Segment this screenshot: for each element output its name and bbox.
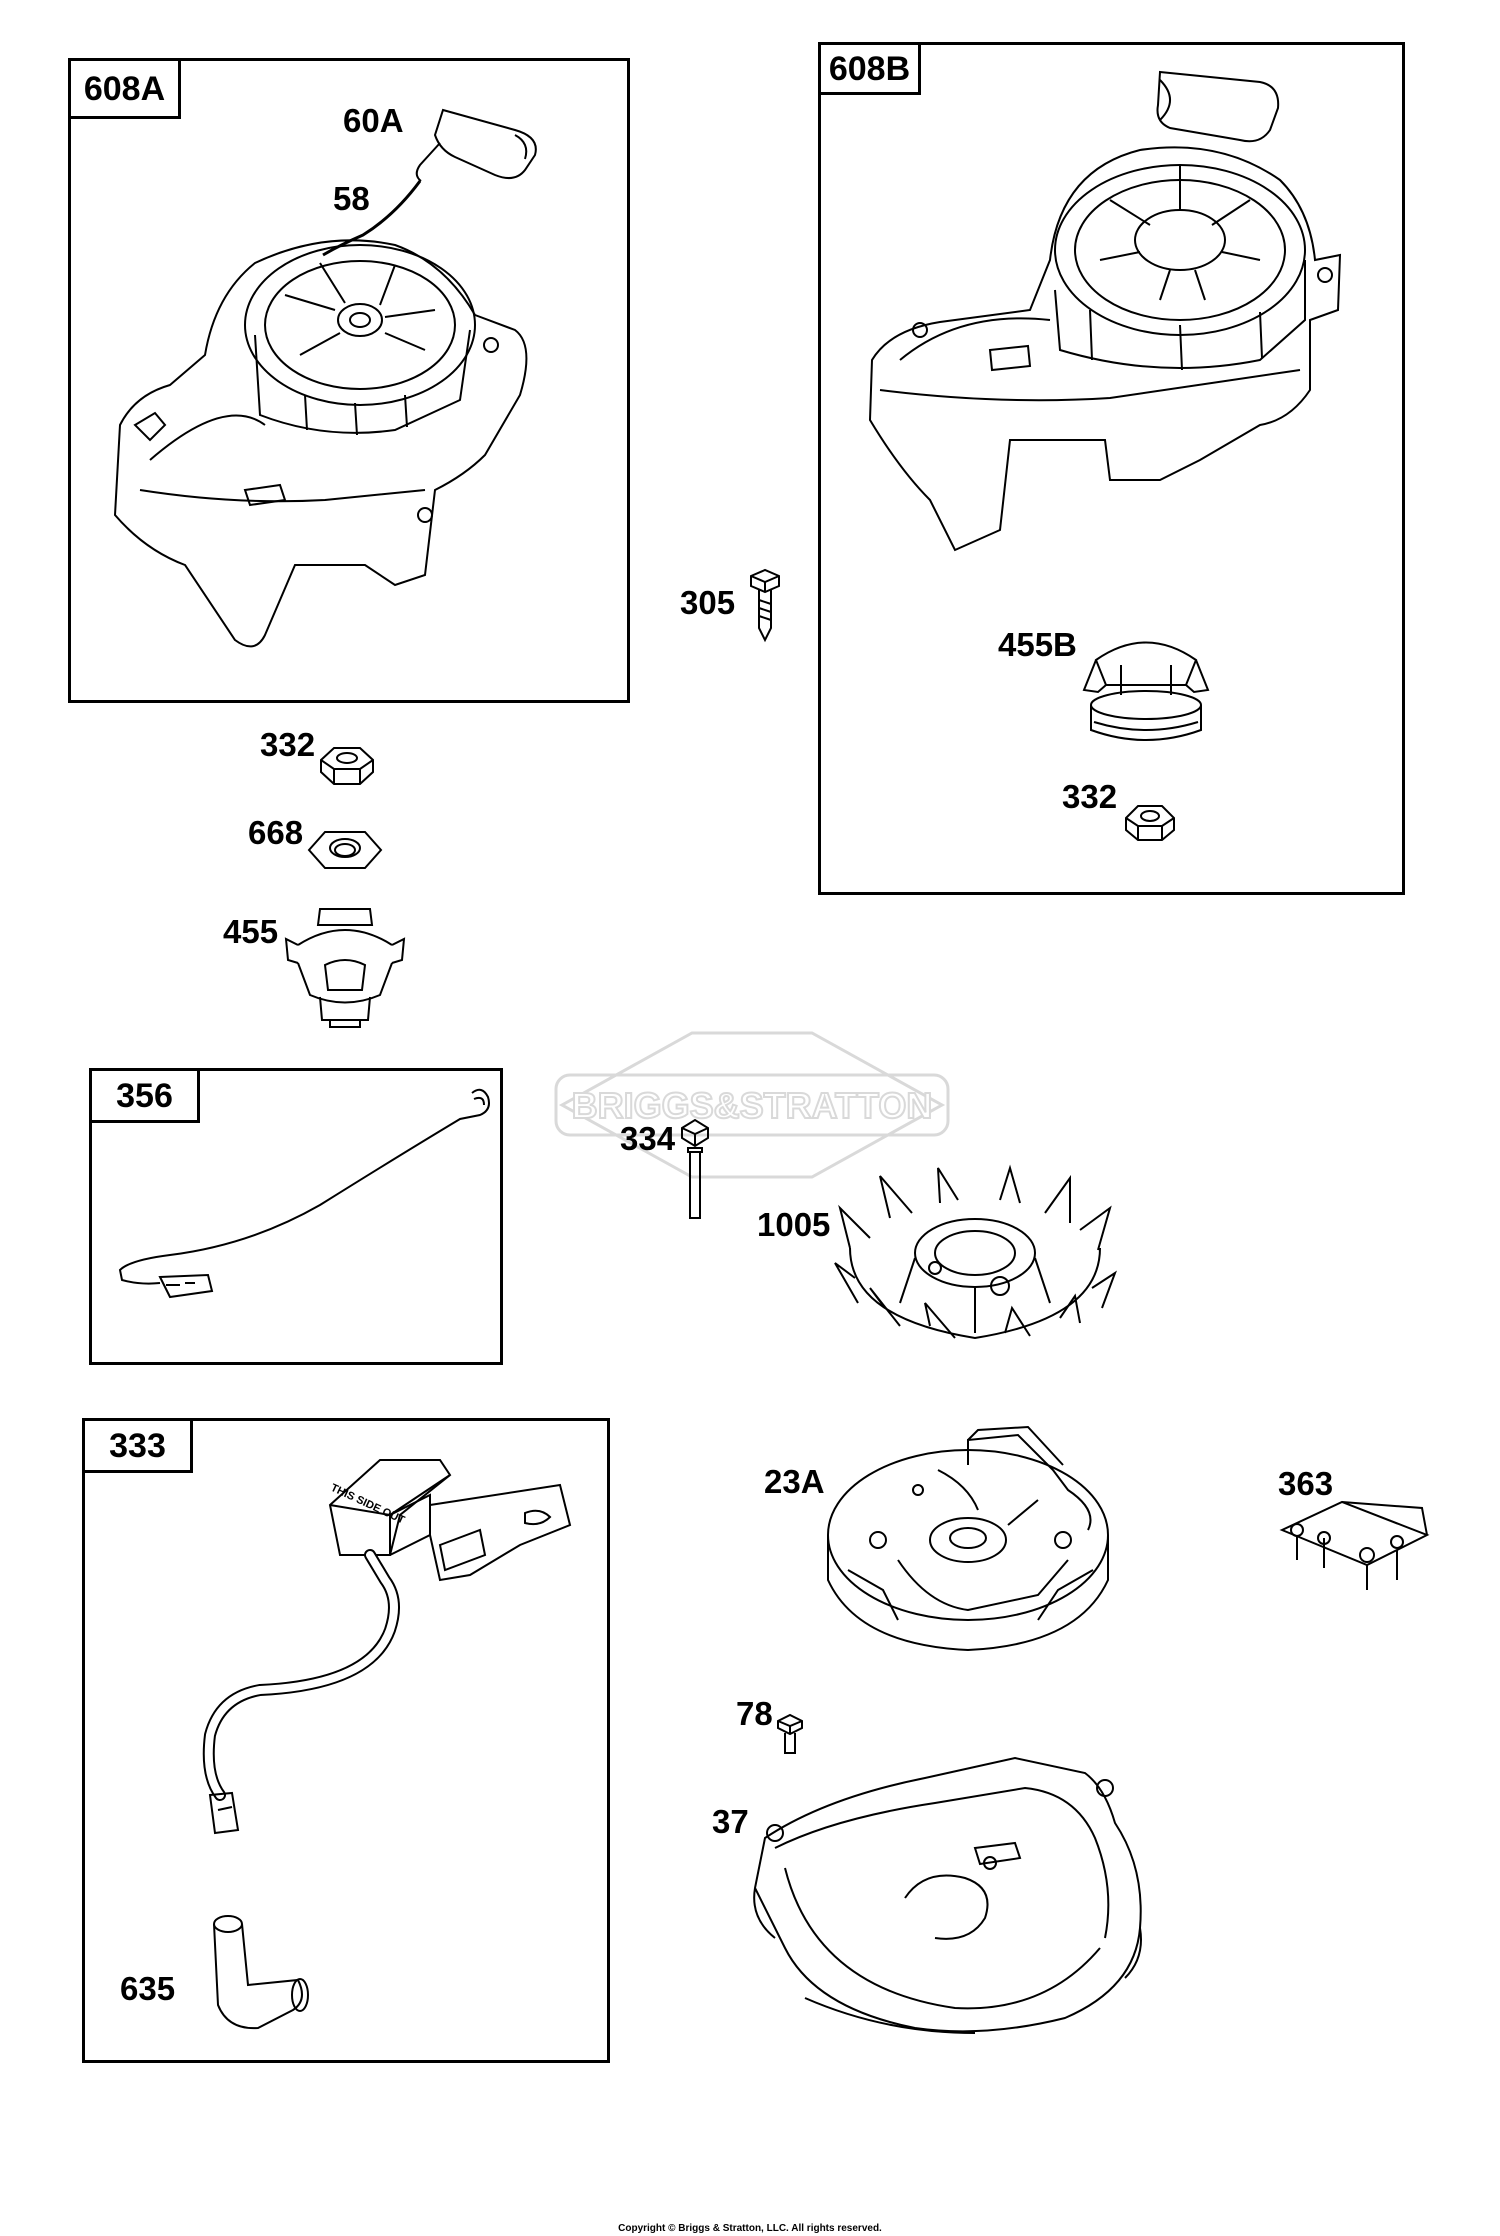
kit-label-608b: 608B xyxy=(821,45,921,95)
kit-box-608b: 608B xyxy=(818,42,1405,895)
kit-label-356: 356 xyxy=(92,1071,200,1123)
callout-668: 668 xyxy=(248,814,304,851)
starter-cup-455b-drawing xyxy=(1076,630,1216,760)
flywheel-23a-drawing xyxy=(818,1430,1118,1660)
callout-332: 332 xyxy=(260,726,316,763)
bracket-363-drawing xyxy=(1272,1490,1432,1600)
spark-plug-boot-635-drawing xyxy=(198,1910,318,2040)
fan-1005-drawing xyxy=(830,1168,1120,1368)
bolt-305-drawing xyxy=(745,570,785,645)
callout-635: 635 xyxy=(120,1970,176,2007)
ground-wire-356-drawing xyxy=(100,1085,500,1345)
callout-334: 334 xyxy=(620,1120,676,1157)
rewind-starter-608b-drawing xyxy=(860,60,1380,580)
kit-label-608a: 608A xyxy=(71,61,181,119)
callout-60a: 60A xyxy=(343,102,404,139)
copyright-footer: Copyright © Briggs & Stratton, LLC. All … xyxy=(618,2223,882,2234)
screw-78-drawing xyxy=(775,1715,805,1757)
kit-box-608a: 608A xyxy=(68,58,630,703)
blower-housing-37-drawing xyxy=(745,1748,1155,2048)
rewind-starter-608a-drawing xyxy=(95,95,615,675)
nut-332-drawing xyxy=(317,742,377,788)
callout-332-608b: 332 xyxy=(1062,778,1118,815)
kit-box-356: 356 xyxy=(89,1068,503,1365)
coil-label-this-side-out: THIS SIDE OUT xyxy=(329,1482,407,1527)
briggs-stratton-watermark: BRIGGS&STRATTON xyxy=(554,1031,950,1179)
callout-78: 78 xyxy=(736,1695,773,1732)
callout-455: 455 xyxy=(223,913,279,950)
starter-cup-455-drawing xyxy=(280,905,410,1035)
watermark-text: BRIGGS&STRATTON xyxy=(572,1085,933,1126)
ignition-armature-333-drawing: THIS SIDE OUT xyxy=(140,1435,580,1875)
kit-box-333: 333 xyxy=(82,1418,610,2063)
kit-label-333: 333 xyxy=(85,1421,193,1473)
callout-37: 37 xyxy=(712,1803,749,1840)
washer-668-drawing xyxy=(305,826,385,876)
callout-23a: 23A xyxy=(764,1463,825,1500)
nut-332-608b-drawing xyxy=(1122,800,1178,844)
callout-58: 58 xyxy=(333,180,370,217)
callout-1005: 1005 xyxy=(757,1206,831,1243)
callout-455b: 455B xyxy=(998,626,1077,663)
callout-305: 305 xyxy=(680,584,736,621)
bolt-334-drawing xyxy=(678,1120,712,1225)
callout-363: 363 xyxy=(1278,1465,1334,1502)
